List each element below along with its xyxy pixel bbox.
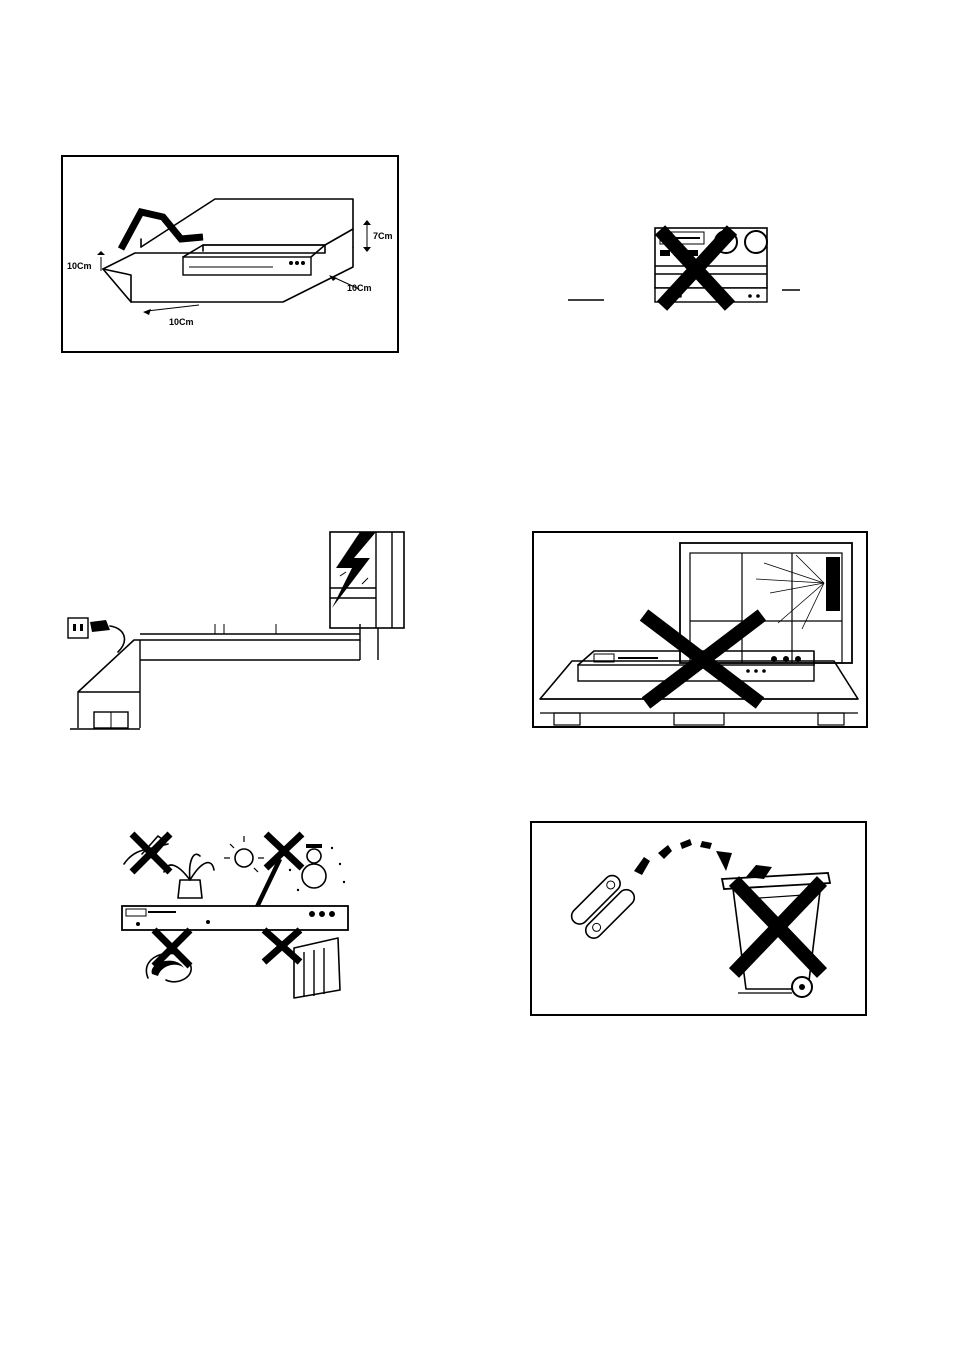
clearance-top-label: 7Cm	[373, 231, 393, 241]
ventilation-clearance-panel: 7Cm 10Cm 10Cm 10Cm	[61, 155, 399, 353]
clearance-right-label: 10Cm	[347, 283, 372, 293]
environment-prohibited-panel	[118, 830, 354, 1002]
clearance-front-label: 10Cm	[169, 317, 194, 327]
clearance-left-label: 10Cm	[67, 261, 92, 271]
moisture-heat-cold-prohibited-icon	[118, 830, 354, 1002]
lightning-panel	[60, 528, 410, 732]
direct-sunlight-prohibited-icon	[534, 533, 866, 726]
stacking-prohibited-panel	[560, 222, 810, 314]
ventilation-clearance-illustration: 7Cm 10Cm 10Cm 10Cm	[63, 157, 397, 351]
battery-disposal-prohibited-icon	[532, 823, 865, 1014]
sunlight-prohibited-panel	[532, 531, 868, 728]
battery-disposal-panel	[530, 821, 867, 1016]
stacking-on-amplifier-prohibited-icon	[560, 222, 810, 314]
lightning-storm-unplug-illustration	[60, 528, 410, 732]
